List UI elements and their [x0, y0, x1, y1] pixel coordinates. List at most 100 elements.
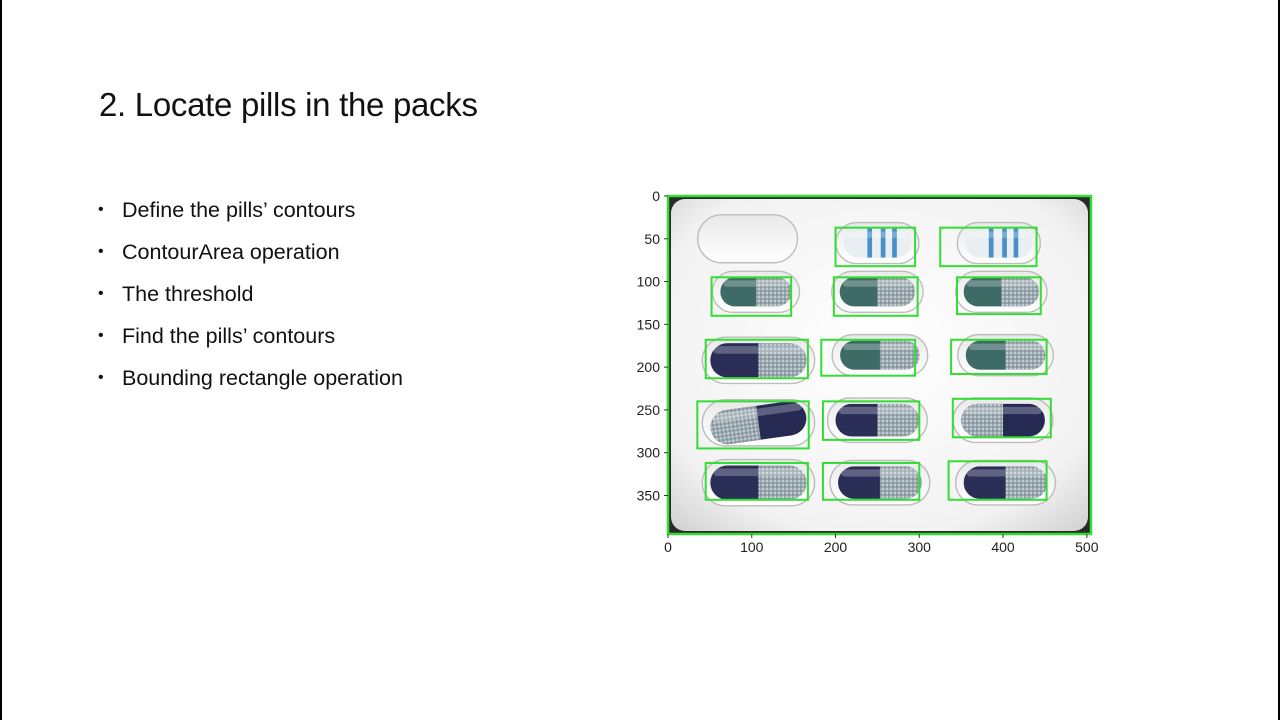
bounding-box: [704, 338, 809, 380]
y-tick-label: 200: [637, 359, 661, 375]
bullet-text: Define the pills’ contours: [122, 198, 356, 222]
bullet-dot-icon: •: [98, 201, 104, 218]
bounding-box: [821, 461, 921, 501]
bullet-dot-icon: •: [98, 285, 104, 302]
capsule-stripe: [988, 228, 994, 258]
bullet-dot-icon: •: [98, 243, 104, 260]
pill-3-1: [826, 397, 928, 444]
capsule: [965, 228, 1033, 258]
bullet-text: The threshold: [122, 282, 254, 306]
y-tick-label: 250: [637, 402, 661, 418]
bounding-box: [955, 276, 1042, 316]
capsule: [710, 465, 807, 500]
bounding-box: [696, 400, 810, 450]
capsule-half: [708, 405, 761, 447]
bullet-dot-icon: •: [98, 369, 104, 386]
x-tick-label: 0: [664, 539, 672, 555]
pill-0-0: [696, 214, 799, 264]
bullet-text: Bounding rectangle operation: [122, 366, 403, 390]
bullet-item: • Find the pills’ contours: [98, 322, 403, 364]
capsule: [839, 277, 916, 307]
capsule: [708, 401, 807, 447]
capsule-stripe: [1013, 228, 1019, 258]
capsule-half: [963, 277, 1002, 307]
bounding-box: [832, 276, 919, 317]
bullet-dot-icon: •: [98, 327, 104, 344]
capsule: [720, 277, 792, 307]
outer-bounding-box: [666, 194, 1093, 536]
pill-1-2: [954, 270, 1048, 314]
capsule-half: [965, 340, 1006, 370]
pill-4-0: [701, 458, 816, 507]
bullet-list: • Define the pills’ contours • ContourArea…: [98, 196, 403, 406]
x-tick-label: 400: [991, 539, 1015, 555]
y-tick-label: 350: [637, 487, 661, 503]
capsule-stripe: [880, 228, 886, 258]
capsule-stripe: [1002, 228, 1007, 258]
capsule-stripe: [892, 228, 897, 258]
bounding-box: [834, 226, 917, 268]
x-tick-label: 300: [908, 539, 932, 555]
capsule-shine: [966, 469, 1045, 477]
bullet-item: • ContourArea operation: [98, 238, 403, 280]
pill-1-0: [711, 270, 801, 314]
bullet-item: • Define the pills’ contours: [98, 196, 403, 238]
capsule-half: [838, 466, 880, 499]
capsule-shine: [713, 468, 804, 477]
capsule-half: [961, 403, 1004, 437]
y-tick-label: 0: [652, 188, 660, 204]
capsule: [963, 277, 1040, 307]
capsule: [838, 466, 922, 499]
capsule: [840, 340, 920, 370]
capsule-shine: [841, 469, 919, 477]
pill-1-1: [831, 270, 924, 314]
bounding-box: [820, 338, 917, 377]
capsule: [963, 466, 1048, 499]
bounding-box: [947, 460, 1048, 501]
capsule-shine: [723, 280, 789, 287]
bounding-box: [951, 397, 1052, 439]
bounding-box: [821, 400, 921, 441]
pill-2-1: [831, 333, 929, 377]
capsule-shine: [842, 280, 913, 287]
capsule-half: [720, 277, 756, 307]
capsule-shine: [843, 343, 917, 351]
bullet-text: ContourArea operation: [122, 240, 340, 264]
bounding-box: [939, 226, 1038, 268]
bounding-box: [950, 338, 1048, 375]
y-tick-label: 150: [637, 316, 661, 332]
x-tick-label: 200: [824, 539, 848, 555]
blister-well: [696, 214, 799, 264]
capsule-half: [839, 277, 878, 307]
capsule-shine: [838, 406, 917, 415]
pill-0-1: [835, 221, 920, 265]
y-tick-label: 300: [637, 445, 661, 461]
capsule: [710, 343, 807, 378]
capsule-shine: [964, 406, 1042, 415]
bullet-text: Find the pills’ contours: [122, 324, 336, 348]
y-tick-label: 50: [644, 231, 660, 247]
pill-4-2: [954, 459, 1057, 506]
bullet-item: • Bounding rectangle operation: [98, 364, 403, 406]
bounding-box: [710, 276, 793, 317]
capsule: [961, 403, 1045, 437]
capsule-half: [710, 465, 759, 500]
capsule-half: [835, 403, 878, 437]
pill-0-2: [956, 221, 1042, 265]
capsule-half: [710, 343, 759, 378]
capsule-shine: [713, 346, 804, 354]
capsule: [843, 228, 911, 258]
capsule-half: [840, 340, 880, 370]
x-tick-label: 500: [1075, 539, 1099, 555]
pill-3-0: [701, 398, 816, 447]
pill-2-0: [701, 336, 816, 385]
capsule-shine: [966, 280, 1037, 287]
capsule: [965, 340, 1046, 370]
capsule-stripe: [867, 228, 873, 258]
capsule-shine: [968, 343, 1043, 351]
pill-4-1: [829, 459, 931, 506]
bounding-box: [704, 461, 809, 501]
y-tick-label: 100: [637, 274, 661, 290]
